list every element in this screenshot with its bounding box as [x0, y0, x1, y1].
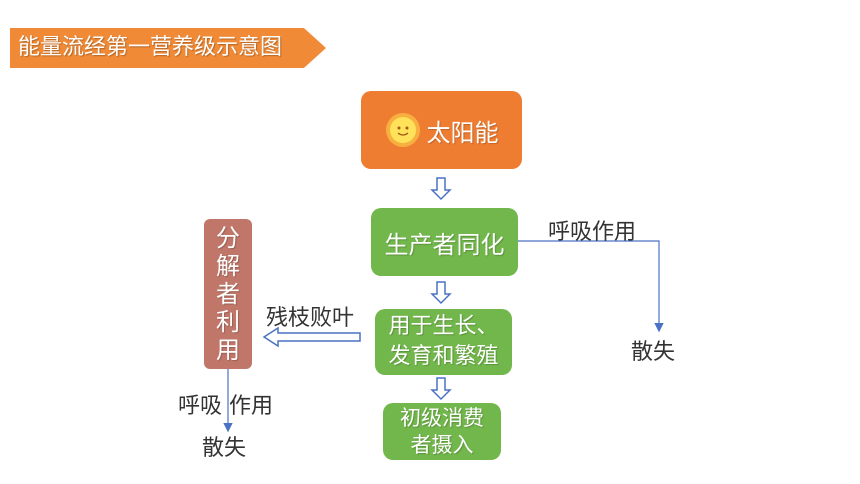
hollow-down-arrow-solar-producer [430, 177, 452, 201]
primary-consumer-box: 初级消费 者摄入 [383, 403, 501, 460]
hollow-down-arrow-producer-growth [430, 281, 452, 305]
decomposer-char: 解 [216, 252, 240, 280]
decomposer-char: 利 [216, 308, 240, 336]
diagram-title: 能量流经第一营养级示意图 [18, 35, 283, 60]
hollow-down-arrow-growth-consumer [430, 377, 452, 401]
loss-label-right: 散失 [631, 340, 676, 365]
loss-label-left: 散失 [202, 436, 247, 461]
producer-label: 生产者同化 [384, 230, 505, 259]
growth-label-line1: 用于生长、 [388, 314, 499, 339]
sun-icon [385, 112, 421, 148]
growth-label-line2: 发育和繁殖 [388, 344, 499, 369]
producer-assimilation-box: 生产者同化 [371, 208, 518, 276]
respiration-label-left: 呼吸 作用 [178, 394, 273, 419]
decomposer-char: 用 [216, 336, 240, 364]
decomposer-char: 分 [216, 224, 240, 252]
hollow-left-arrow-residue [262, 326, 361, 348]
decomposer-char: 者 [216, 280, 240, 308]
consumer-label-line2: 者摄入 [410, 432, 474, 457]
respiration-label-right: 呼吸作用 [548, 220, 637, 245]
respiration-line-right [518, 240, 664, 333]
decomposer-box: 分 解 者 利 用 [204, 219, 252, 369]
residue-label: 残枝败叶 [266, 306, 355, 331]
diagram-title-banner: 能量流经第一营养级示意图 [10, 28, 326, 68]
consumer-label-line1: 初级消费 [400, 405, 484, 430]
solar-energy-box: 太阳能 [361, 91, 522, 169]
growth-reproduction-box: 用于生长、 发育和繁殖 [375, 309, 512, 375]
solar-energy-label: 太阳能 [426, 118, 499, 147]
